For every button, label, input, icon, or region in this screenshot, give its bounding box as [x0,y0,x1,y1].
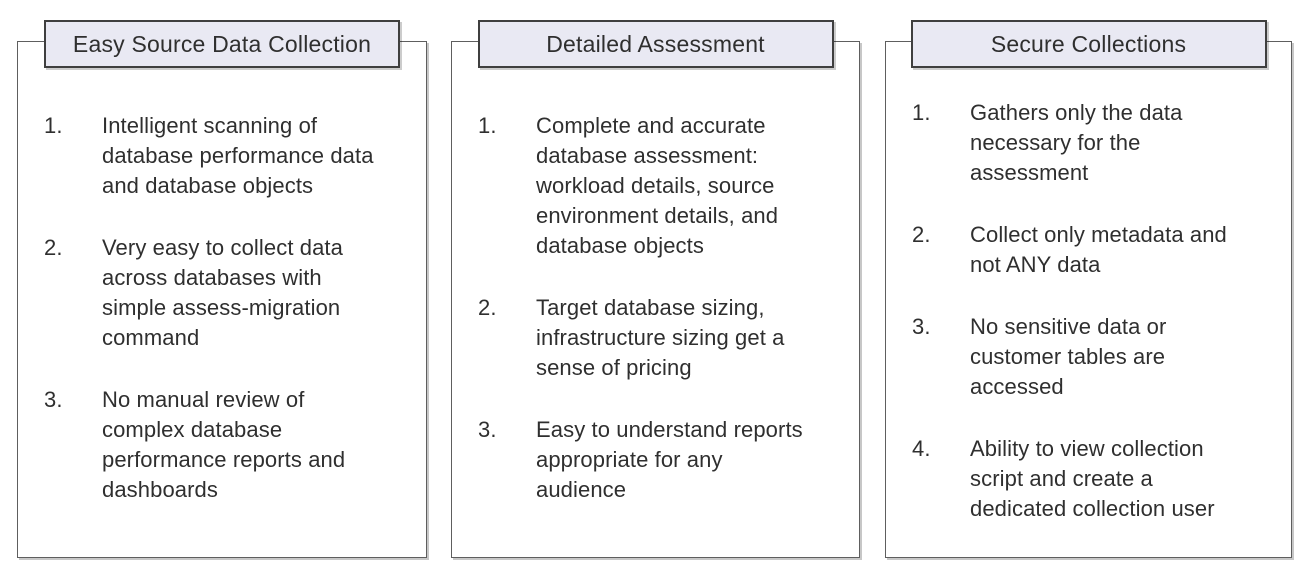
feature-list: 1. Intelligent scanning of database perf… [18,42,426,505]
list-item-number: 3. [44,387,63,412]
list-item-text: Easy to understand reports appropriate f… [536,417,803,502]
list-item-number: 3. [912,314,931,339]
list-item: 4. Ability to view collection script and… [912,434,1283,524]
list-item-number: 4. [912,436,931,461]
panel-secure-collections: 1. Gathers only the data necessary for t… [885,20,1292,558]
list-item-number: 1. [44,113,63,138]
list-item-number: 1. [478,113,497,138]
list-item-text: No manual review of complex database per… [102,387,346,502]
list-item-text: Ability to view collection script and cr… [970,436,1215,521]
list-item: 2. Collect only metadata and not ANY dat… [912,220,1283,280]
panel-title: Easy Source Data Collection [44,20,400,68]
list-item-text: Collect only metadata and not ANY data [970,222,1227,277]
list-item-text: Intelligent scanning of database perform… [102,113,374,198]
panel-body: 1. Intelligent scanning of database perf… [17,41,427,558]
list-item-text: Very easy to collect data across databas… [102,235,343,350]
list-item: 1. Complete and accurate database assess… [478,111,851,261]
list-item-text: No sensitive data or customer tables are… [970,314,1167,399]
list-item-text: Complete and accurate database assessmen… [536,113,779,258]
list-item: 2. Target database sizing, infrastructur… [478,293,851,383]
list-item: 3. Easy to understand reports appropriat… [478,415,851,505]
list-item-number: 3. [478,417,497,442]
list-item: 2. Very easy to collect data across data… [44,233,418,353]
list-item-number: 1. [912,100,931,125]
panel-title: Detailed Assessment [477,20,834,68]
feature-list: 1. Complete and accurate database assess… [452,42,859,505]
panel-title: Secure Collections [910,20,1267,68]
feature-list: 1. Gathers only the data necessary for t… [886,42,1291,524]
panel-body: 1. Complete and accurate database assess… [451,41,860,558]
list-item: 1. Gathers only the data necessary for t… [912,98,1283,188]
list-item-number: 2. [478,295,497,320]
list-item: 3. No sensitive data or customer tables … [912,312,1283,402]
panel-easy-source-data-collection: 1. Intelligent scanning of database perf… [17,20,427,558]
list-item-number: 2. [912,222,931,247]
list-item-text: Target database sizing, infrastructure s… [536,295,785,380]
list-item: 1. Intelligent scanning of database perf… [44,111,418,201]
list-item-text: Gathers only the data necessary for the … [970,100,1183,185]
panel-body: 1. Gathers only the data necessary for t… [885,41,1292,558]
list-item: 3. No manual review of complex database … [44,385,418,505]
list-item-number: 2. [44,235,63,260]
panel-detailed-assessment: 1. Complete and accurate database assess… [451,20,860,558]
